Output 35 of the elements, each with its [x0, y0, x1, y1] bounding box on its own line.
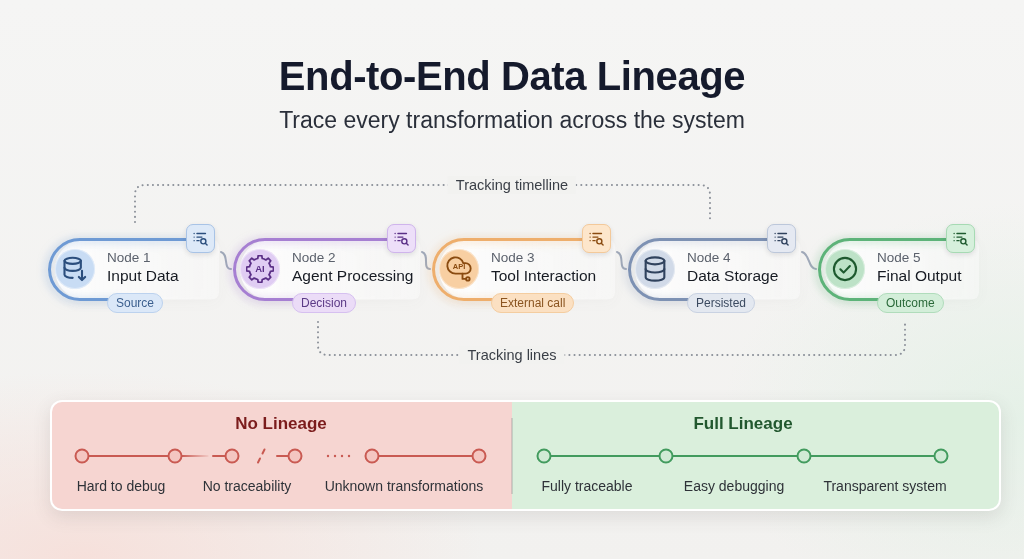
- connector-line: [616, 251, 627, 270]
- node-number: Node 3: [491, 249, 535, 266]
- title: End-to-End Data Lineage: [278, 53, 746, 100]
- comparison-column: [512, 402, 999, 509]
- status-tag: Decision: [292, 293, 357, 313]
- node-title: Input Data: [107, 266, 179, 286]
- timeline-label: Unknown transformations: [324, 477, 484, 495]
- status-tag: External call: [491, 293, 575, 313]
- connector-line: [421, 251, 431, 270]
- edge-label: Tracking timelline: [447, 176, 577, 194]
- panel-heading: Full Lineage: [693, 413, 793, 435]
- connector-line: [801, 251, 817, 270]
- status-tag: Source: [107, 293, 164, 313]
- node-title: Tool Interaction: [491, 266, 597, 286]
- status-tag: Persisted: [687, 293, 756, 313]
- edge-label: Tracking lines: [459, 346, 565, 364]
- connector-line: [220, 251, 232, 270]
- node-title: Data Storage: [687, 266, 779, 286]
- node-number: Node 2: [292, 249, 336, 266]
- panel-heading: No Lineage: [235, 413, 327, 435]
- timeline-label: Hard to debug: [76, 477, 166, 495]
- node-number: Node 1: [107, 249, 151, 266]
- subtitle: Trace every transformation across the system: [279, 106, 745, 134]
- status-tag: Outcome: [877, 293, 944, 313]
- timeline-label: Easy debugging: [683, 477, 785, 495]
- comparison-panel: [50, 400, 1001, 511]
- timeline-label: Transparent system: [823, 477, 947, 495]
- node-number: Node 4: [687, 249, 731, 266]
- timeline-label: No traceability: [202, 477, 292, 495]
- timeline-label: Fully traceable: [541, 477, 633, 495]
- icon-text: AI: [255, 264, 265, 274]
- node-number: Node 5: [877, 249, 921, 266]
- node-title: Final Output: [877, 266, 962, 286]
- comparison-column: [52, 402, 512, 509]
- node-title: Agent Processing: [292, 266, 414, 286]
